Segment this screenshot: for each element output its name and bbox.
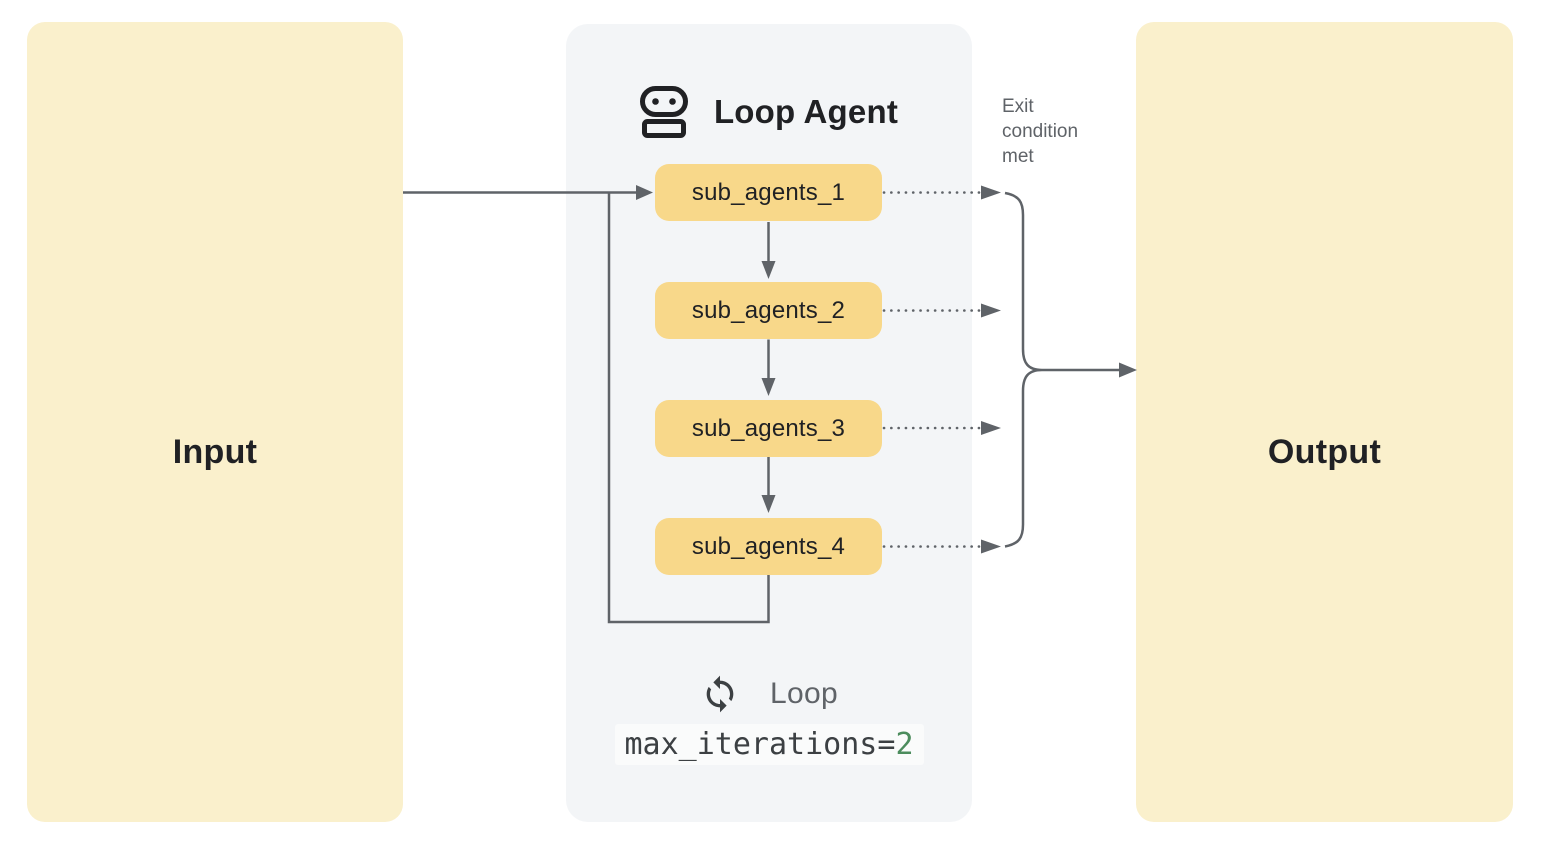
loop-agent-panel: Loop Agent sub_agents_1 sub_agents_2 sub… xyxy=(566,24,972,822)
exit-arrowhead-2 xyxy=(981,303,1001,318)
code-text: max_iterations= xyxy=(624,727,896,762)
input-label: Input xyxy=(172,432,258,471)
output-label: Output xyxy=(1267,432,1382,471)
panel-title: Loop Agent xyxy=(713,93,899,130)
sub-agent-node-3: sub_agents_3 xyxy=(655,400,882,457)
code-value: 2 xyxy=(895,727,914,762)
sub-agent-node-2: sub_agents_2 xyxy=(655,282,882,339)
output-arrowhead xyxy=(1119,362,1137,378)
panel-header: Loop Agent xyxy=(566,86,972,138)
loop-row: Loop xyxy=(566,674,972,714)
sync-loop-icon xyxy=(706,675,734,713)
output-node: Output xyxy=(1136,22,1513,822)
exit-arrowhead-4 xyxy=(981,539,1001,554)
exit-condition-label: Exit condition met xyxy=(1002,96,1079,167)
max-iterations-code: max_iterations=2 xyxy=(614,724,924,765)
exit-arrowhead-3 xyxy=(981,421,1001,435)
input-node: Input xyxy=(27,22,403,822)
loop-label: Loop xyxy=(770,677,838,710)
sub-agent-node-4: sub_agents_4 xyxy=(655,518,882,575)
exit-arrowhead-1 xyxy=(981,185,1001,200)
code-line: max_iterations=2 xyxy=(566,724,972,765)
sub-agent-node-1: sub_agents_1 xyxy=(655,164,882,221)
robot-icon xyxy=(639,86,688,138)
merge-bracket-line xyxy=(1004,191,1120,548)
